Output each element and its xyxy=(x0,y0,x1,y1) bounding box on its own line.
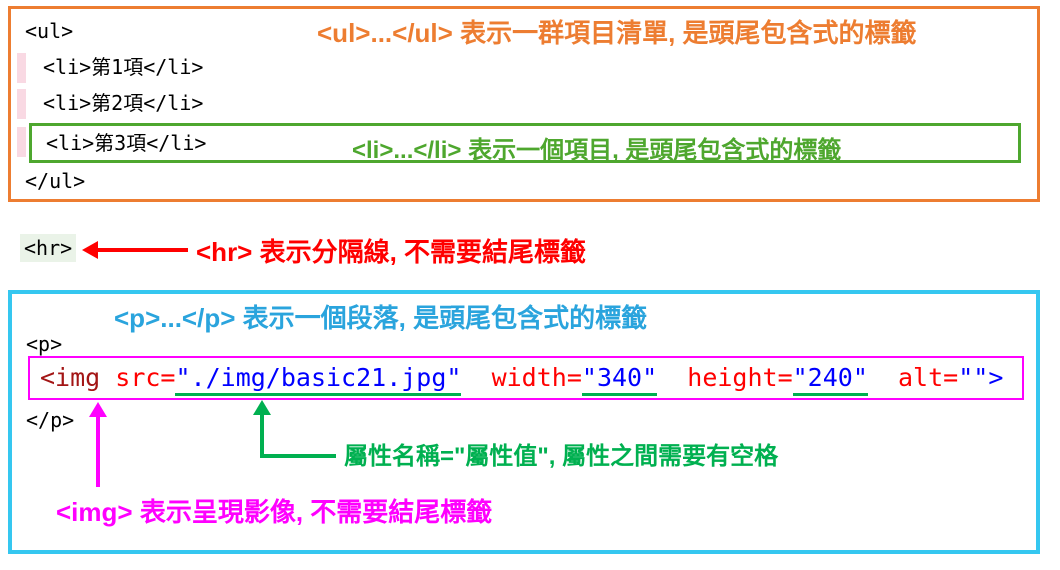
hr-annotation: <hr> 表示分隔線, 不需要結尾標籤 xyxy=(196,237,587,267)
code-li-1: <li>第1項</li> xyxy=(43,55,204,79)
code-token-value: "./img/basic21.jpg" xyxy=(175,363,462,396)
img-highlight-box: <img src="./img/basic21.jpg" width="340"… xyxy=(28,356,1024,400)
code-hr-text: <hr> xyxy=(20,234,77,262)
code-token-tag: <img xyxy=(40,363,116,392)
hr-arrow-line xyxy=(96,248,188,252)
ul-annotation: <ul>...</ul> 表示一群項目清單, 是頭尾包含式的標籤 xyxy=(317,18,917,48)
p-code-box: <p>...</p> 表示一個段落, 是頭尾包含式的標籤 <p> <img sr… xyxy=(8,290,1040,554)
code-token-plain xyxy=(461,363,491,392)
li-highlight-box: <li>第3項</li> <li>...</li> 表示一個項目, 是頭尾包含式… xyxy=(29,123,1021,164)
gutter-highlight xyxy=(17,127,26,157)
code-li-3: <li>第3項</li> xyxy=(46,131,207,155)
img-arrow-vline xyxy=(96,415,100,487)
attr-annotation: 屬性名稱="屬性值", 屬性之間需要有空格 xyxy=(344,443,779,470)
code-token-attr: src= xyxy=(115,363,176,392)
hr-arrow-head-icon xyxy=(82,241,98,259)
gutter-highlight xyxy=(17,53,26,83)
code-ul-close: </ul> xyxy=(25,169,86,193)
img-annotation: <img> 表示呈現影像, 不需要結尾標籤 xyxy=(56,497,493,527)
code-token-plain xyxy=(868,363,898,392)
ul-code-box: <ul> <ul>...</ul> 表示一群項目清單, 是頭尾包含式的標籤 <l… xyxy=(8,6,1040,202)
code-token-value: "340" xyxy=(581,363,658,396)
code-token-bracket: > xyxy=(988,363,1004,392)
code-token-attr: alt= xyxy=(898,363,959,392)
code-li-2: <li>第2項</li> xyxy=(43,91,204,115)
code-hr: <hr> xyxy=(20,234,77,262)
attr-arrow-hline xyxy=(260,454,336,458)
gutter-highlight xyxy=(17,89,26,119)
attr-arrow-vline xyxy=(260,413,264,458)
img-code-line: <img src="./img/basic21.jpg" width="340"… xyxy=(40,363,1004,396)
li-annotation: <li>...</li> 表示一個項目, 是頭尾包含式的標籤 xyxy=(352,137,842,164)
code-token-value: "240" xyxy=(792,363,868,396)
code-token-attr: height= xyxy=(687,363,793,392)
code-token-attr: width= xyxy=(491,363,582,392)
img-arrow-head-icon xyxy=(89,402,107,417)
code-ul-open: <ul> xyxy=(25,19,74,43)
p-annotation: <p>...</p> 表示一個段落, 是頭尾包含式的標籤 xyxy=(114,303,648,333)
code-p-open: <p> xyxy=(26,332,63,356)
code-token-value: "" xyxy=(958,363,989,392)
code-p-close: </p> xyxy=(26,408,75,432)
attr-arrow-head-icon xyxy=(253,400,271,415)
code-token-plain xyxy=(657,363,687,392)
